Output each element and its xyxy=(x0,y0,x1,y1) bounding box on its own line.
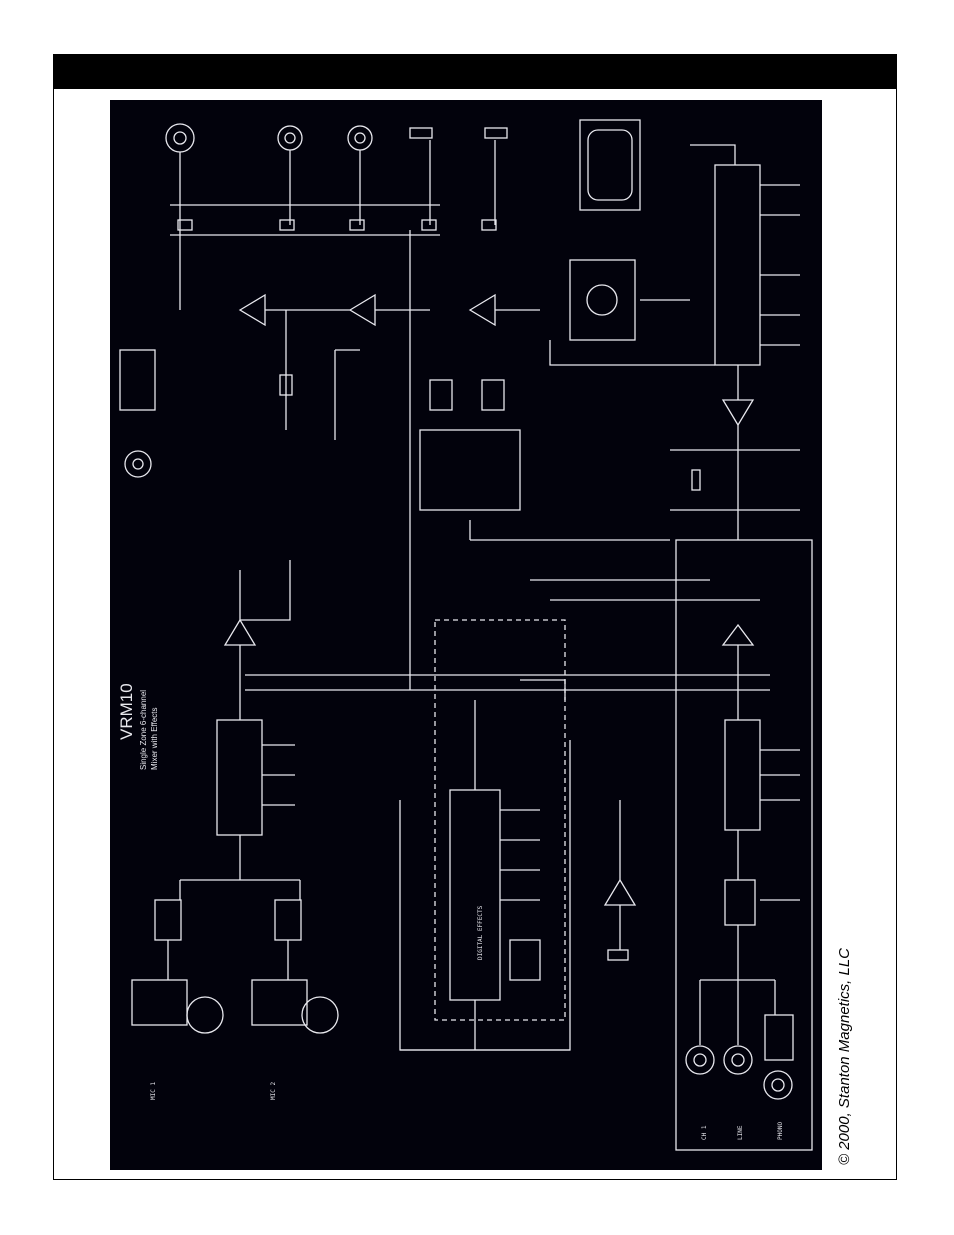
top-jacks xyxy=(165,123,508,153)
page-frame: VRM10 Single Zone 6-channel Mixer with E… xyxy=(53,54,897,1180)
mid-bus xyxy=(245,674,770,691)
send-return xyxy=(520,679,566,700)
mic-links xyxy=(167,880,301,980)
header-bar xyxy=(54,55,896,89)
channel-links xyxy=(699,645,776,1045)
diagram-title: VRM10 xyxy=(117,683,136,740)
mic2-xlr xyxy=(301,996,339,1034)
box-left-top xyxy=(119,349,156,411)
label-ch1: CH 1 xyxy=(701,1125,708,1140)
phono-box xyxy=(764,1014,794,1061)
diagram-background xyxy=(110,100,822,1170)
display-box xyxy=(579,119,641,211)
switch-lines xyxy=(469,520,760,601)
channel-taps xyxy=(760,749,800,901)
block-diagram: VRM10 Single Zone 6-channel Mixer with E… xyxy=(110,100,822,1170)
effect-box xyxy=(569,259,636,341)
label-mic2: MIC 2 xyxy=(270,1082,277,1100)
sampler-box xyxy=(419,429,521,511)
title-group: VRM10 Single Zone 6-channel Mixer with E… xyxy=(117,683,159,770)
effects-taps xyxy=(500,809,540,901)
label-mic1: MIC 1 xyxy=(150,1082,157,1100)
effects-display xyxy=(509,939,541,981)
copyright-text: © 2000, Stanton Magnetics, LLC xyxy=(836,947,853,1165)
mid-verticals xyxy=(285,230,411,690)
label-phono: PHONO xyxy=(777,1122,784,1140)
diagram-subtitle-1: Single Zone 6-channel xyxy=(139,690,148,770)
mix-links xyxy=(180,560,300,881)
label-effects: DIGITAL EFFECTS xyxy=(477,905,484,960)
bottom-bus xyxy=(400,740,571,1051)
output-taps xyxy=(760,184,800,346)
preamp-box xyxy=(724,879,756,926)
output-links xyxy=(549,144,736,366)
top-verticals xyxy=(179,140,496,310)
top-bus xyxy=(170,204,440,236)
label-line: LINE xyxy=(737,1125,744,1140)
mix-taps xyxy=(262,744,295,806)
block-diagram-svg: VRM10 Single Zone 6-channel Mixer with E… xyxy=(110,100,822,1170)
channel-panel xyxy=(675,539,813,1151)
diagram-subtitle-2: Mixer with Effects xyxy=(150,707,159,770)
crossfade-lines xyxy=(670,449,800,511)
